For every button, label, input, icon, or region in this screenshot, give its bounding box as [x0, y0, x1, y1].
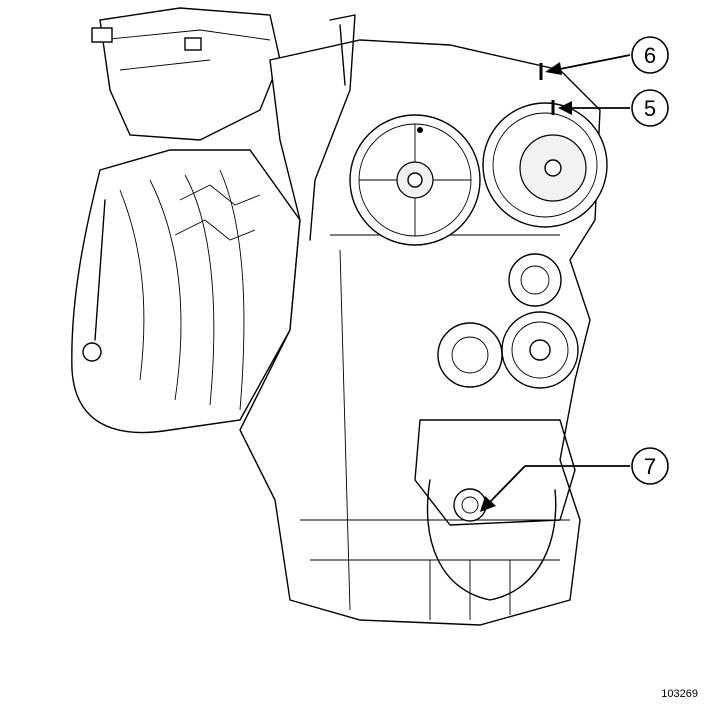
intake-manifold	[71, 149, 301, 434]
air-box	[91, 7, 281, 141]
camshaft-pulley-intake	[349, 114, 481, 246]
callout-7: 7	[480, 447, 669, 512]
callout-6-label: 6	[644, 43, 656, 68]
crankshaft-pulley	[501, 311, 579, 389]
callout-5-label: 5	[644, 96, 656, 121]
callout-6: 6	[539, 36, 669, 80]
tensioner-pulley	[508, 253, 562, 307]
callout-5: 5	[551, 89, 669, 127]
callout-7-label: 7	[644, 454, 656, 479]
idler-pulley	[437, 322, 503, 388]
timing-cover	[414, 419, 576, 526]
camshaft-pulley-exhaust	[482, 102, 608, 228]
dipstick-tube	[309, 14, 356, 241]
oil-pan	[426, 479, 557, 601]
figure-reference-code: 103269	[661, 688, 698, 700]
